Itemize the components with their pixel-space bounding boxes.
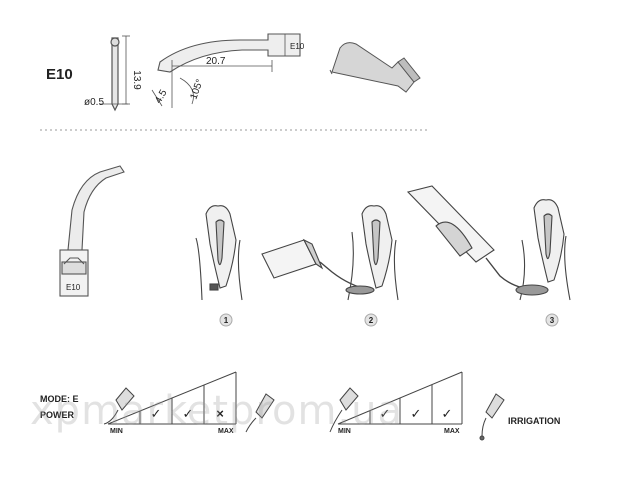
handpiece-tip-drawing — [59, 165, 125, 297]
power-left-min-label: MIN — [110, 428, 123, 435]
handpiece-icon-left — [245, 393, 275, 433]
power-right-max-label: MAX — [444, 428, 460, 435]
step-2-number: 2 — [369, 316, 374, 325]
step-1-number: 1 — [224, 316, 229, 325]
power-left-mark-3: × — [216, 406, 224, 421]
power-left-mark-1: ✓ — [151, 406, 162, 421]
power-right-mark-2: ✓ — [411, 406, 422, 421]
power-left-mark-2: ✓ — [183, 406, 194, 421]
tip-angle-dimension: 105° — [188, 78, 205, 101]
step-3-number: 3 — [550, 316, 555, 325]
tip-short-dimension: 4.5 — [153, 88, 170, 106]
step-2-illustration — [261, 205, 399, 301]
power-right-mark-1: ✓ — [380, 406, 391, 421]
power-left-max-label: MAX — [218, 428, 234, 435]
irrigation-handpiece-icon — [479, 393, 505, 441]
tip-angled-drawing — [151, 33, 301, 108]
tip-engraving: E10 — [290, 42, 305, 51]
power-scale-left — [103, 371, 237, 425]
tip-profile-drawing — [100, 35, 130, 112]
step-1-illustration — [195, 205, 243, 301]
watermark-text: xpmarketprom.ua — [30, 388, 403, 434]
power-scale-right — [329, 371, 463, 433]
step-3-illustration — [406, 185, 571, 301]
power-label: POWER — [40, 410, 75, 420]
mode-label: MODE: E — [40, 394, 79, 404]
power-right-mark-3: ✓ — [442, 406, 453, 421]
handpiece-tip-label: E10 — [66, 283, 81, 292]
tip-3d-render — [329, 42, 421, 93]
tip-height-dimension: 13.9 — [131, 70, 142, 90]
irrigation-label: IRRIGATION — [508, 416, 561, 426]
tip-diameter-dimension: ø0.5 — [84, 97, 104, 108]
power-right-min-label: MIN — [338, 428, 351, 435]
step-markers — [219, 313, 559, 327]
tip-length-dimension: 20.7 — [206, 56, 226, 67]
tip-model-label: E10 — [46, 66, 73, 83]
